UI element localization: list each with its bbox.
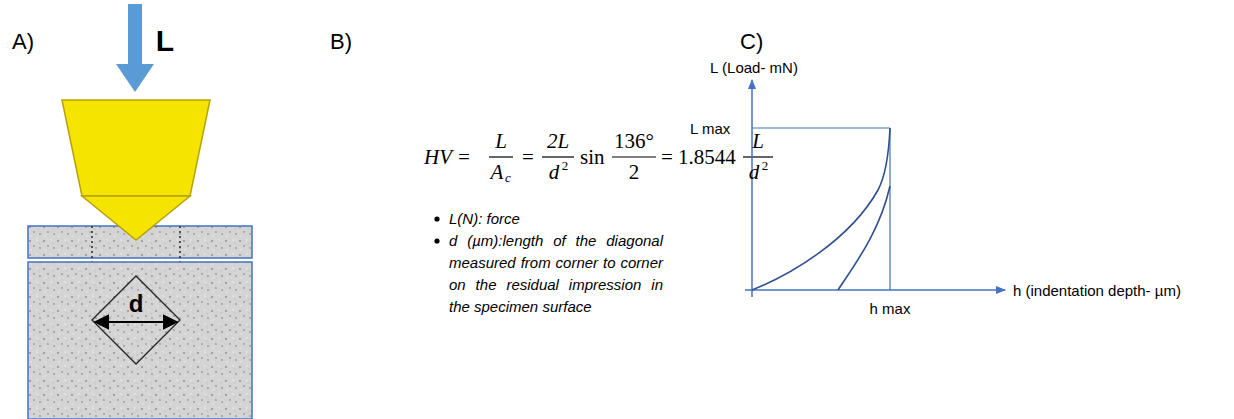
formula-text: 2: [629, 161, 640, 184]
tick-label: L max: [690, 121, 730, 138]
load-arrow: [116, 4, 154, 92]
bullet: [434, 238, 439, 243]
formula-text: 2L: [547, 130, 569, 153]
bullet-text: d (µm):length of the diagonal measured f…: [449, 230, 663, 318]
indenter-body: [62, 100, 210, 196]
panel-label: C): [740, 30, 763, 54]
formula-text: sin: [580, 146, 605, 169]
x-axis: [745, 289, 1005, 291]
max-load-line: [752, 127, 890, 128]
indenter-tip: [82, 196, 190, 240]
bullet-text: L(N): force: [449, 211, 520, 228]
formula-text: d: [749, 161, 760, 184]
formula-text: A: [491, 161, 504, 184]
formula-text: HV =: [424, 146, 471, 169]
formula-text: d: [549, 161, 560, 184]
formula-text: 136°: [614, 130, 654, 153]
tick-label: h max: [870, 301, 911, 318]
loading-curve: [752, 128, 890, 290]
formula-text: L: [752, 130, 764, 153]
formula-superscript: 2: [562, 159, 569, 173]
max-depth-line: [889, 128, 890, 290]
formula-text: = 1.8544: [661, 146, 736, 169]
axis-label: h (indentation depth- µm): [1013, 283, 1181, 300]
formula-superscript: 2: [762, 159, 769, 173]
load-label: L: [156, 24, 174, 57]
panel-label: B): [330, 30, 352, 54]
bullet: [434, 216, 439, 221]
panel-label: A): [12, 30, 34, 54]
formula-subscript: c: [505, 171, 511, 185]
diagonal-arrow: [95, 321, 177, 323]
formula-text: =: [522, 146, 534, 169]
formula-text: L: [495, 130, 507, 153]
diagonal-label: d: [129, 291, 144, 317]
axis-label: L (Load- mN): [710, 60, 798, 77]
unloading-curve: [838, 186, 890, 290]
specimen-top: [28, 262, 252, 419]
residual-impression: [92, 276, 180, 364]
y-axis: [751, 80, 753, 297]
